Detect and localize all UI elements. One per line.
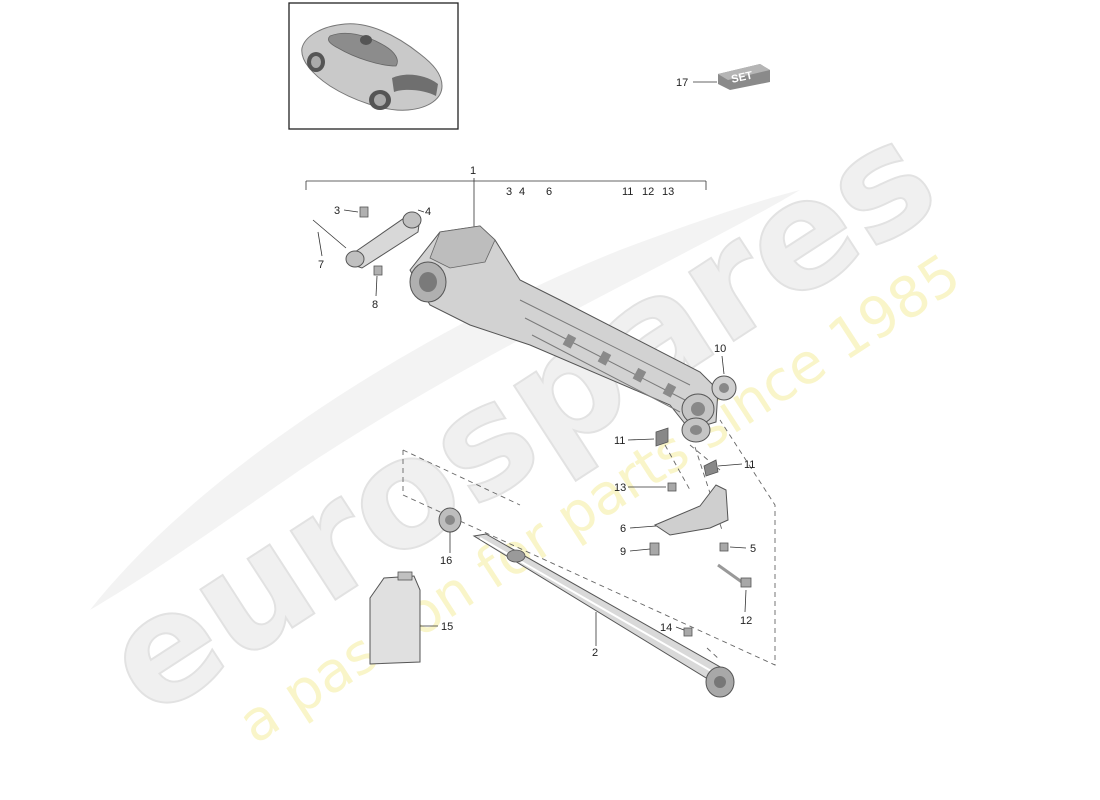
callout-7: 7 [318, 259, 324, 271]
callout-8: 8 [372, 299, 378, 311]
bracket-6 [649, 482, 752, 588]
mount-bracket [312, 206, 422, 276]
callout-4: 4 [425, 206, 431, 218]
group-member-12: 12 [642, 186, 654, 198]
group-bracket: 1 3 4 6 11 12 13 [305, 165, 707, 228]
set-badge: 17 SET [676, 64, 770, 90]
group-member-4: 4 [519, 186, 525, 198]
callout-12: 12 [740, 615, 752, 627]
oil-container [369, 571, 421, 665]
set-badge-label: SET [730, 70, 754, 86]
callout-2: 2 [592, 647, 598, 659]
drive-shaft [472, 533, 735, 698]
assembly-outline [402, 419, 776, 666]
bushing-16 [438, 507, 462, 533]
transaxle-housing [409, 225, 719, 443]
callout-16: 16 [440, 555, 452, 567]
vehicle-thumbnail [288, 2, 459, 130]
callout-13: 13 [614, 482, 626, 494]
callout-labels: 3 4 7 8 10 11 11 13 6 9 5 12 14 2 15 16 [318, 205, 756, 659]
callout-6: 6 [620, 523, 626, 535]
group-member-3: 3 [506, 186, 512, 198]
callout-3: 3 [334, 205, 340, 217]
group-member-6: 6 [546, 186, 552, 198]
bushing-10 [711, 375, 737, 401]
washers-11 [655, 427, 719, 477]
group-member-13: 13 [662, 186, 674, 198]
callout-11a: 11 [614, 435, 625, 447]
callout-5: 5 [750, 543, 756, 555]
leader-lines [317, 209, 747, 646]
callout-9: 9 [620, 546, 626, 558]
callout-14: 14 [660, 622, 672, 634]
callout-10: 10 [714, 343, 726, 355]
callout-17: 17 [676, 77, 688, 89]
sports-coupe-car-icon [301, 23, 443, 111]
callout-11b: 11 [744, 459, 755, 471]
callout-1: 1 [470, 165, 476, 177]
group-member-11: 11 [622, 186, 633, 198]
callout-15: 15 [441, 621, 453, 633]
